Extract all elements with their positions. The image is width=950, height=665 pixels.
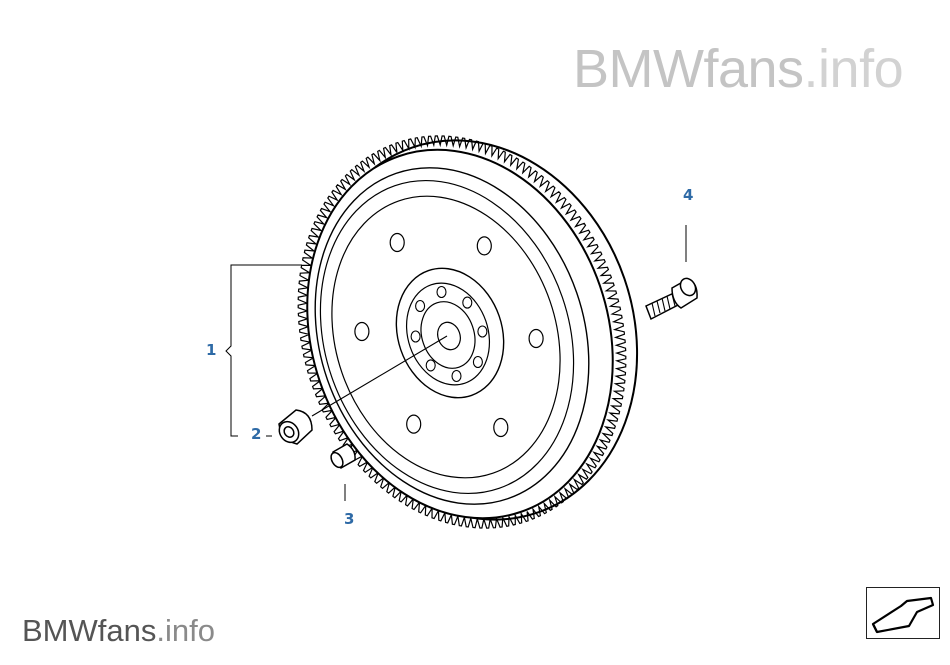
bolt-part-4 [645,277,698,321]
callout-1[interactable]: 1 [206,341,216,359]
mounting-hole [406,414,422,434]
axis-line [311,335,448,417]
mounting-hole [354,321,370,342]
bolt-hole [477,325,488,338]
callout-3[interactable]: 3 [344,510,354,528]
bolt-hole [451,369,462,383]
bolt-hole [415,299,426,313]
return-arrow-icon [871,596,935,634]
bolt-hole [472,355,483,369]
bolt-hole [410,330,421,343]
watermark-bottom-brand: BMWfans [22,613,157,648]
leader-lines [225,225,687,501]
watermark-brand: BMWfans [573,39,804,99]
flywheel-bolt-holes [410,285,488,383]
return-nav-button[interactable] [866,587,940,639]
callout-4[interactable]: 4 [683,186,693,204]
mounting-hole [493,417,509,438]
mounting-hole [528,328,544,349]
watermark-bottom-tld: .info [156,613,215,648]
mounting-hole [389,232,405,253]
bushing-part-2 [278,409,313,445]
watermark-top: BMWfans.info [573,39,904,99]
callout-2[interactable]: 2 [251,425,261,443]
mounting-hole [476,236,492,256]
flywheel-drawing [297,135,639,529]
watermark-bottom: BMWfans.info [22,615,215,646]
bolt-hole [425,359,436,372]
bolt-hole [462,296,473,309]
flywheel-mounting-holes [354,232,544,438]
watermark-tld: .info [803,39,904,99]
bolt-hole [436,285,447,299]
sleeve-part-3 [330,443,356,469]
